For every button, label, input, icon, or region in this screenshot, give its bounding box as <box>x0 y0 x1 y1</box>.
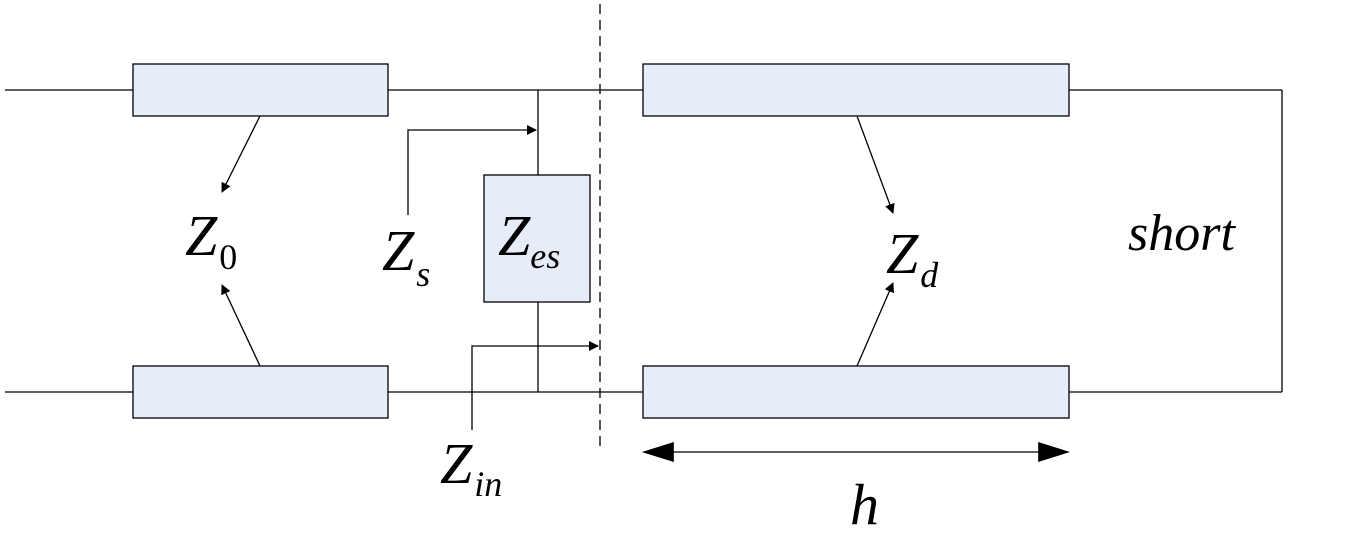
zin-label: Zin <box>440 431 502 504</box>
h-label: h <box>850 472 879 537</box>
z0-label: Z0 <box>185 203 237 277</box>
zs-pointer-arrow <box>407 125 537 215</box>
line-section-top-right <box>642 63 1070 117</box>
z0-arrow-up <box>221 284 261 367</box>
zd-arrow-down <box>856 115 895 214</box>
zd-arrow-up <box>856 282 895 367</box>
z0-arrow-down <box>221 115 261 193</box>
zin-pointer-arrow <box>471 341 599 430</box>
line-section-top-left <box>132 63 389 117</box>
zes-label: Zes <box>498 203 560 276</box>
short-label: short <box>1128 205 1236 262</box>
zd-label: Zd <box>886 221 939 295</box>
zs-label: Zs <box>382 218 430 294</box>
line-section-bottom-right <box>642 365 1070 419</box>
line-section-bottom-left <box>132 365 389 419</box>
shunt-impedance-block <box>483 174 591 303</box>
